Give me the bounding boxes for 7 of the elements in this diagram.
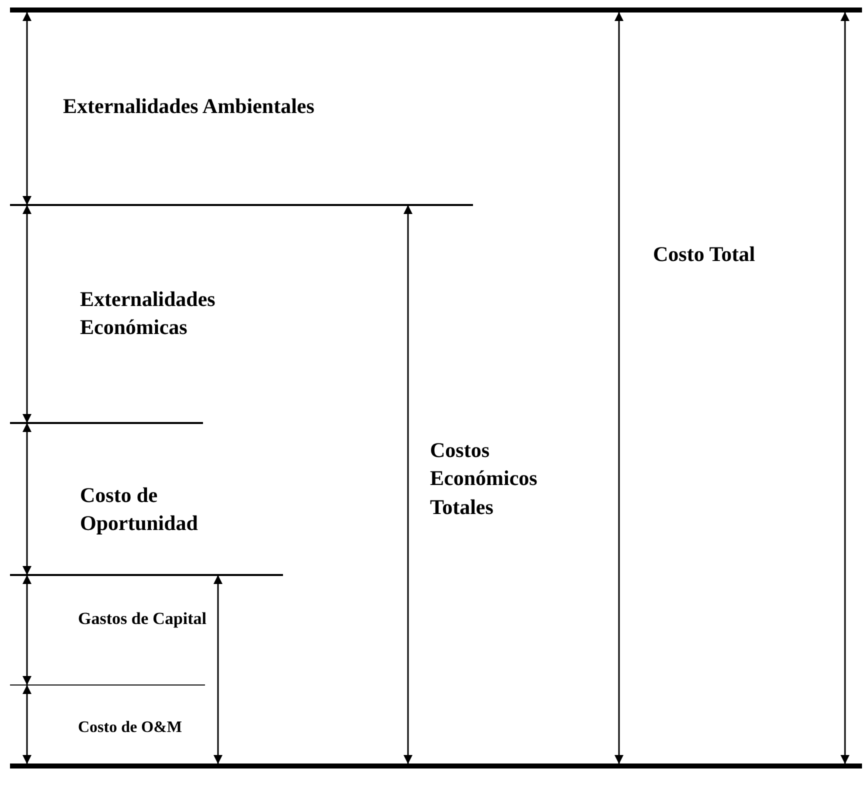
dimension-label: Costo Total bbox=[653, 241, 756, 268]
dimension-label: Costo de Oportunidad bbox=[80, 482, 199, 538]
dimension-label: Gastos de Capital bbox=[78, 608, 208, 630]
dimension-label: Costos Económicos Totales bbox=[430, 437, 538, 521]
dimension-label: Costo de O&M bbox=[78, 718, 183, 738]
dimension-label: Externalidades Económicas bbox=[80, 286, 216, 342]
dimension-label: Externalidades Ambientales bbox=[63, 93, 316, 120]
